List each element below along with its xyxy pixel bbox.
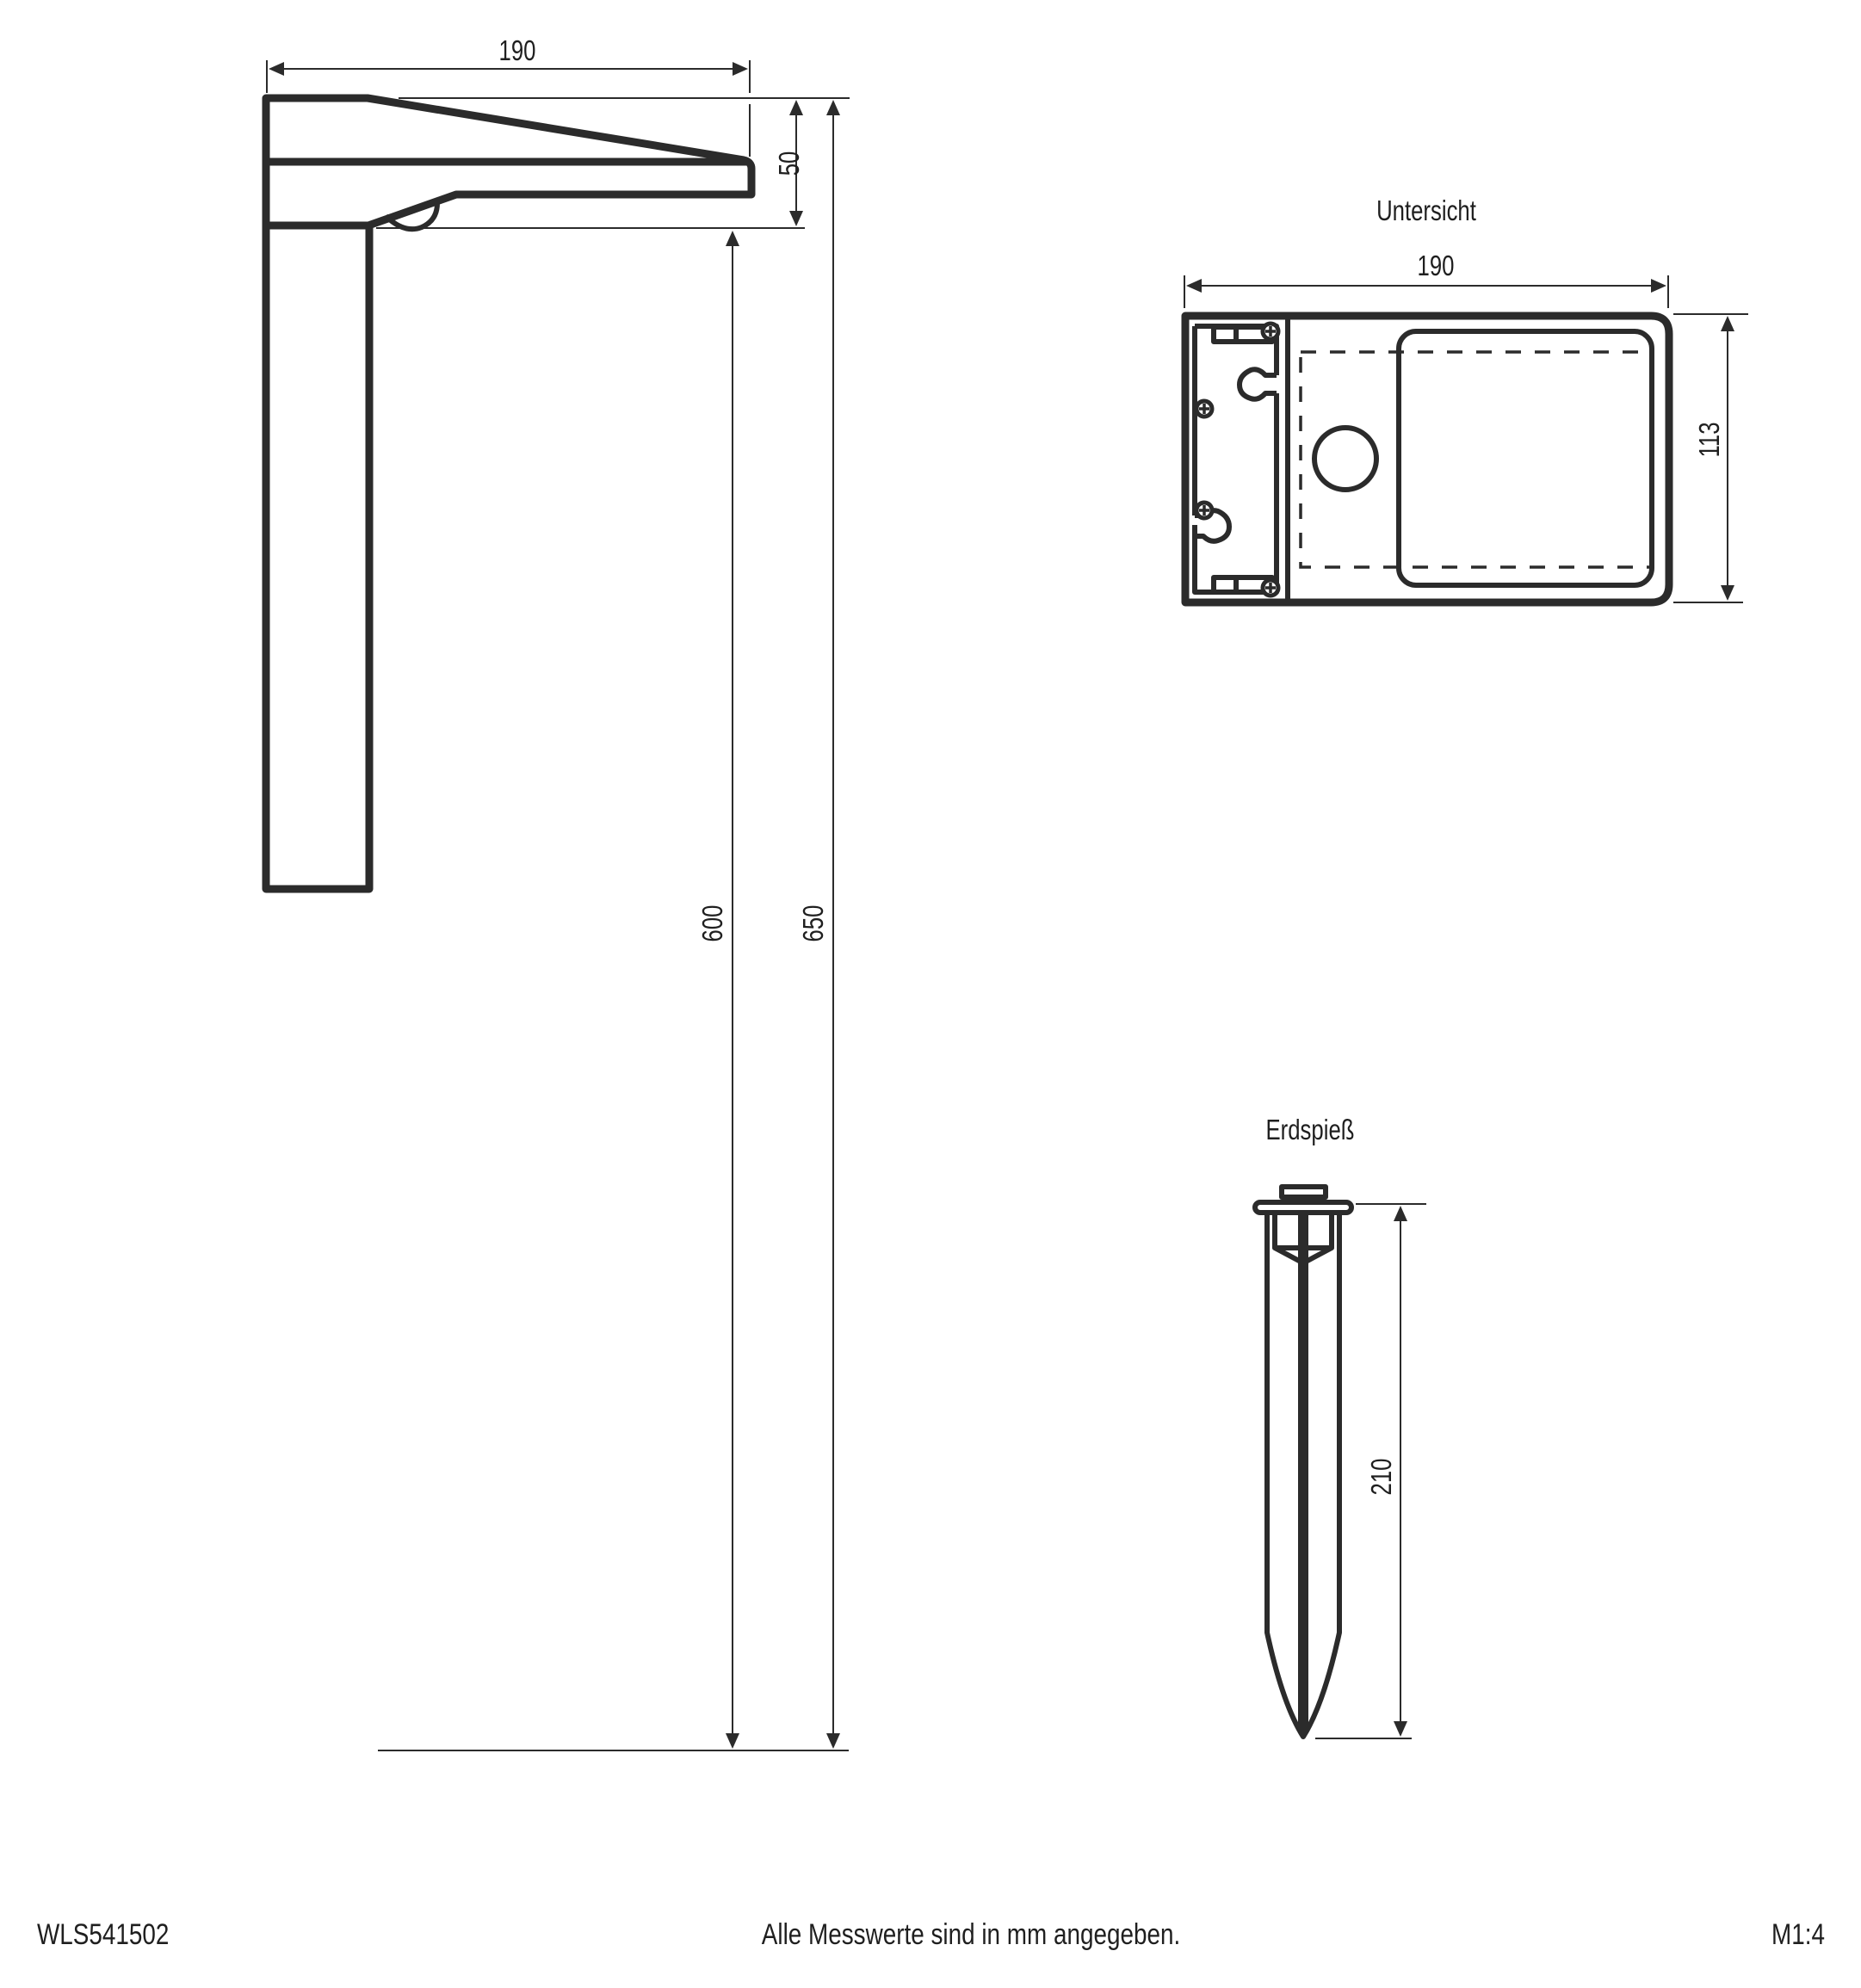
dimension-pole-height: 600 [697, 231, 739, 1749]
footer: WLS541502 Alle Messwerte sind in mm ange… [37, 1917, 1825, 1950]
dimension-label-bottom-depth: 113 [1694, 422, 1726, 457]
ground-spike-title: Erdspieß [1266, 1114, 1355, 1146]
dimension-label-bottom-width: 190 [1418, 250, 1455, 282]
dimension-label-total-height: 650 [798, 905, 830, 942]
dimension-bottom-width: 190 [1184, 250, 1669, 308]
dimension-label-arm-width: 190 [499, 35, 536, 67]
spike-cap [1279, 1184, 1328, 1200]
bottom-view: Untersicht 190 [1181, 195, 1748, 607]
side-view: 190 50 600 650 [262, 35, 850, 1751]
spike-body-outline [1264, 1213, 1342, 1739]
dimension-arm-width: 190 [266, 35, 751, 157]
mounting-bracket-outline [1192, 324, 1279, 595]
pole-outline [262, 221, 374, 893]
bottom-view-title: Untersicht [1376, 195, 1476, 227]
cable-entry-hole [1312, 425, 1379, 492]
screw-icon [1260, 577, 1281, 598]
screw-icon [1194, 398, 1215, 419]
screw-icon [1194, 500, 1215, 521]
dimension-spike-length: 210 [1315, 1203, 1426, 1739]
housing-outline [1181, 312, 1673, 607]
hidden-outline-dashed [1299, 350, 1654, 569]
ground-spike-view: Erdspieß 210 [1252, 1114, 1426, 1739]
measurement-note: Alle Messwerte sind in mm angegeben. [762, 1917, 1180, 1950]
dimension-label-head-height: 50 [774, 151, 806, 176]
light-window-outline [1396, 329, 1654, 588]
dimension-total-height: 650 [798, 100, 840, 1749]
dimension-label-pole-height: 600 [697, 905, 729, 942]
article-number: WLS541502 [37, 1917, 169, 1950]
spike-flange-plate [1252, 1200, 1354, 1215]
screw-icon [1260, 321, 1281, 342]
luminaire-head-outline [262, 94, 756, 230]
scale-label: M1:4 [1771, 1917, 1825, 1950]
dimension-bottom-depth: 113 [1673, 313, 1748, 603]
dimension-label-spike-length: 210 [1366, 1459, 1398, 1496]
keyhole-slot-right [1237, 367, 1277, 402]
dimension-head-height: 50 [774, 100, 806, 226]
